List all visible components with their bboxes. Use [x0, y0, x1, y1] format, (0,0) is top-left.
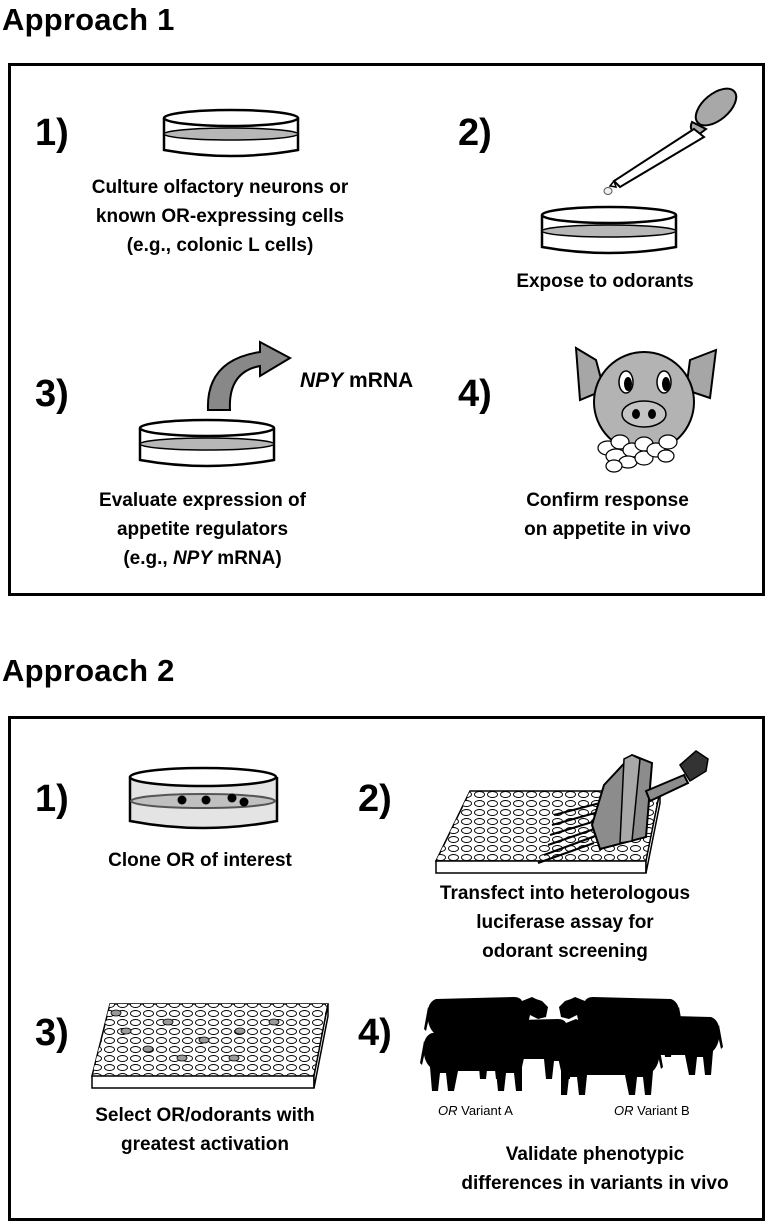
a1-step3-number: 3): [35, 373, 69, 415]
variant-a-label-or: OR: [438, 1103, 458, 1118]
a2-step3-number: 3): [35, 1012, 69, 1054]
cloning-dish-icon: [128, 766, 279, 830]
a1-step3-line3-gene: NPY: [172, 548, 213, 569]
a1-step3-line2: appetite regulators: [116, 519, 289, 540]
approach-1-title: Approach 1: [2, 2, 175, 37]
a1-step1-caption: Culture olfactory neurons or known OR-ex…: [70, 173, 370, 260]
a1-step2-number: 2): [458, 112, 492, 154]
a2-step1-caption: Clone OR of interest: [108, 850, 292, 871]
a2-step2-number: 2): [358, 778, 392, 820]
dropper-icon: [603, 87, 738, 195]
a2-step3-caption: Select OR/odorants with greatest activat…: [60, 1101, 350, 1159]
a2-step3-line1: Select OR/odorants with: [95, 1105, 315, 1126]
npy-mrna-label: NPY mRNA: [300, 369, 413, 393]
a2-step2-caption: Transfect into heterologous luciferase a…: [400, 879, 730, 966]
a1-step1-line3: (e.g., colonic L cells): [126, 235, 314, 256]
a1-step3-line3: (e.g., NPY mRNA): [60, 544, 345, 573]
approach-2-panel: [8, 716, 765, 1221]
npy-mrna-label-gene: NPY: [300, 369, 344, 392]
variant-a-label-rest: Variant A: [457, 1103, 513, 1118]
a1-step4-number: 4): [458, 373, 492, 415]
a2-step3-line2: greatest activation: [121, 1134, 289, 1155]
a2-step4-line2: differences in variants in vivo: [461, 1173, 729, 1194]
pig-icon: [574, 346, 718, 473]
a1-step4-line1: Confirm response: [526, 490, 689, 511]
curved-arrow-icon: [206, 340, 293, 411]
a2-step2-line3: odorant screening: [482, 941, 648, 962]
a1-step2-caption: Expose to odorants: [516, 271, 694, 292]
a1-step3-caption: Evaluate expression of appetite regulato…: [60, 486, 345, 573]
a1-step1-line2: known OR-expressing cells: [95, 206, 345, 227]
a2-step4-line1: Validate phenotypic: [505, 1144, 685, 1165]
approach-2-title: Approach 2: [2, 653, 175, 688]
a1-step1-line1: Culture olfactory neurons or: [91, 177, 349, 198]
variant-b-label-rest: Variant B: [633, 1103, 690, 1118]
dish-with-odorant-icon: [540, 205, 678, 255]
a1-step4-line2: on appetite in vivo: [524, 519, 691, 540]
a1-step4-caption: Confirm response on appetite in vivo: [475, 486, 740, 544]
expression-dish-icon: [138, 418, 276, 468]
cattle-herd-variant-b-icon: [539, 997, 723, 1095]
variant-b-label-or: OR: [614, 1103, 634, 1118]
cattle-herd-variant-a-icon: [420, 997, 592, 1091]
a2-step2-line1: Transfect into heterologous: [439, 883, 691, 904]
a1-step1-number: 1): [35, 112, 69, 154]
a1-step3-line3-suffix: mRNA): [212, 548, 282, 569]
a2-step2-line2: luciferase assay for: [476, 912, 654, 933]
well-plate-results-icon: [91, 1003, 329, 1089]
cow-icon: [420, 1031, 544, 1091]
a2-step1-number: 1): [35, 778, 69, 820]
variant-b-label: OR Variant B: [614, 1103, 690, 1118]
variant-a-label: OR Variant A: [438, 1103, 513, 1118]
a1-step3-line1: Evaluate expression of: [99, 490, 306, 511]
a2-step4-number: 4): [358, 1012, 392, 1054]
multichannel-pipette-and-plate-icon: [434, 750, 709, 874]
npy-mrna-label-rest: mRNA: [343, 369, 414, 392]
approach-1-panel: [8, 63, 765, 596]
culture-dish-icon: [162, 108, 300, 158]
a1-step3-line3-prefix: (e.g.,: [123, 548, 173, 569]
a2-step4-caption: Validate phenotypic differences in varia…: [430, 1140, 760, 1198]
corn-icon: [597, 434, 678, 473]
